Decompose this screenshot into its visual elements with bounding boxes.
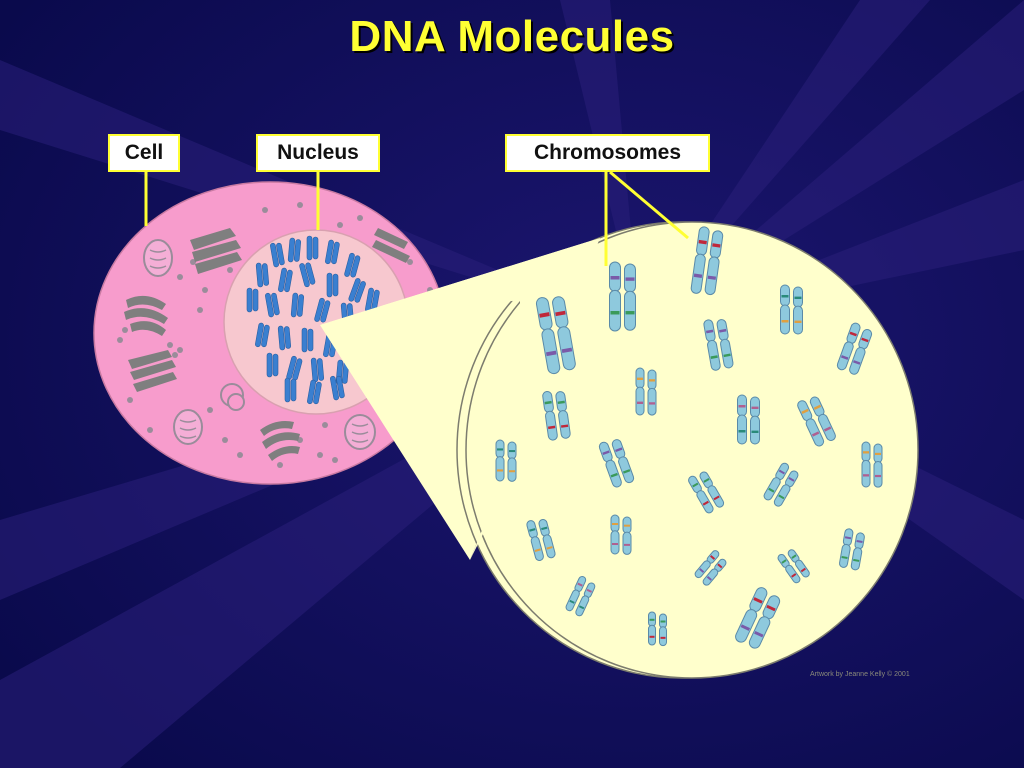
chromosome <box>610 514 632 555</box>
chromosome <box>763 462 799 507</box>
nuclear-chromosome <box>306 235 319 261</box>
nuclear-chromosome <box>270 242 285 268</box>
chromosome <box>797 396 836 447</box>
chromosome <box>526 518 556 562</box>
nuclear-chromosome <box>325 239 340 265</box>
chromosome <box>780 284 803 335</box>
chromosomes-label: Chromosomes <box>505 134 710 172</box>
vesicle <box>220 383 245 411</box>
zoom-circle <box>465 221 919 679</box>
chromosome <box>690 226 724 296</box>
chromosome <box>495 439 517 482</box>
nucleus-label-text: Nucleus <box>277 141 359 164</box>
chromosome <box>635 367 657 416</box>
chromosome <box>836 322 873 375</box>
nuclear-chromosome <box>278 267 293 293</box>
nuclear-chromosome <box>310 357 325 383</box>
chromosomes-leader-line-2 <box>609 170 689 240</box>
nuclear-chromosome <box>290 292 305 318</box>
leader-lines <box>144 170 689 266</box>
nuclear-chromosome <box>344 252 361 278</box>
nuclear-chromosome <box>299 262 316 288</box>
chromosomes-label-text: Chromosomes <box>533 141 682 164</box>
nucleus <box>223 229 409 415</box>
nuclear-chromosome <box>301 327 314 353</box>
zoom-projection-fill <box>320 238 600 560</box>
nuclear-chromosome <box>284 377 297 403</box>
chromosome <box>535 296 576 375</box>
nuclear-chromosome <box>255 262 270 288</box>
chromosome <box>609 261 636 332</box>
artwork-credit: Artwork by Jeanne Kelly © 2001 <box>810 671 910 678</box>
nuclear-chromosome <box>326 272 339 298</box>
cell-label: Cell <box>108 134 180 172</box>
chromosome <box>565 575 596 617</box>
chromosome <box>542 390 571 441</box>
nuclear-chromosome <box>307 379 322 405</box>
chromosome <box>688 471 725 514</box>
nucleus-label: Nucleus <box>256 134 380 172</box>
chromosome <box>694 550 727 586</box>
chromosome <box>598 439 635 488</box>
chromosome-set <box>495 226 883 649</box>
nuclear-chromosome <box>265 292 280 318</box>
chromosome <box>735 587 781 649</box>
chromosome <box>703 319 734 371</box>
nuclear-chromosomes <box>246 235 380 405</box>
cell <box>93 181 447 485</box>
nuclear-chromosome <box>348 278 366 303</box>
chromosome <box>648 611 667 647</box>
chromosome <box>737 394 760 445</box>
nuclear-chromosome <box>246 287 259 313</box>
chromosome <box>861 441 883 488</box>
nuclear-chromosome <box>365 287 380 313</box>
mitochondria-cristae <box>149 249 369 443</box>
nuclear-chromosome <box>287 237 302 263</box>
cell-label-text: Cell <box>124 141 164 164</box>
nuclear-chromosome <box>266 352 279 378</box>
nuclear-chromosome <box>277 325 292 351</box>
golgi-apparatus <box>124 228 410 461</box>
chromosome <box>839 528 865 571</box>
nuclear-chromosome <box>255 322 270 348</box>
nuclear-chromosome <box>330 375 345 401</box>
nuclear-chromosome <box>314 297 331 323</box>
chromosome <box>777 549 810 584</box>
cytoplasm-granules <box>117 202 433 468</box>
slide-title: DNA Molecules <box>349 12 675 61</box>
